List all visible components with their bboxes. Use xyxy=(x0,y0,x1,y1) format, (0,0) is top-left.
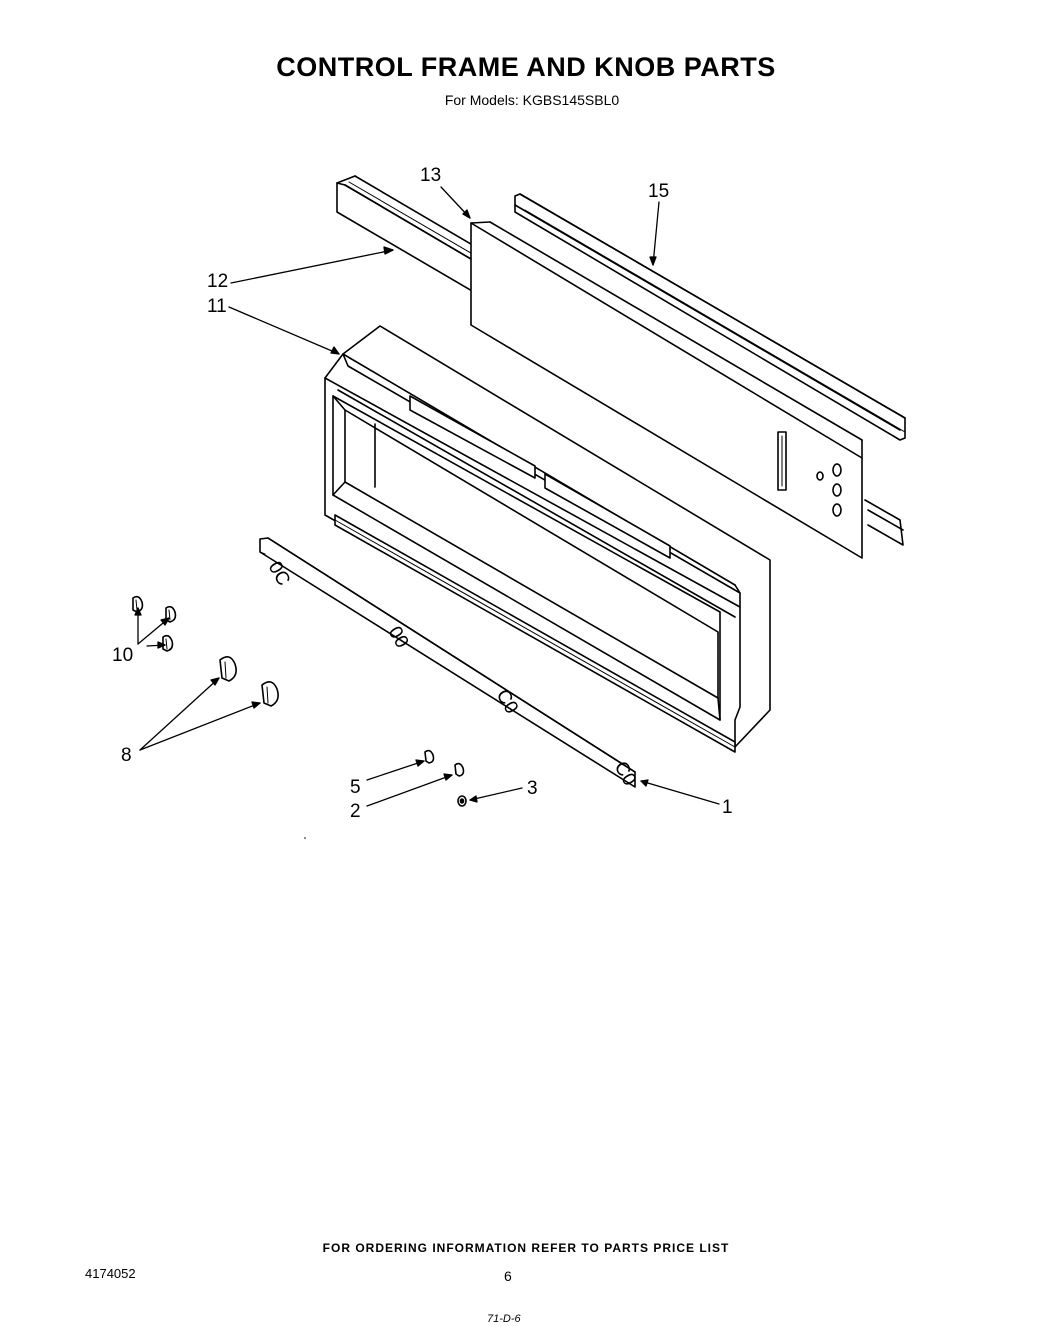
callout-15: 15 xyxy=(648,181,669,202)
callout-12: 12 xyxy=(207,271,228,292)
callout-13: 13 xyxy=(420,165,441,186)
callout-11: 11 xyxy=(207,296,227,317)
model-subtitle: For Models: KGBS145SBL0 xyxy=(444,92,620,108)
callout-2: 2 xyxy=(350,801,361,822)
page-number: 6 xyxy=(504,1268,512,1284)
handwritten-note: 71-D-6 xyxy=(487,1313,521,1325)
part-2-clip xyxy=(454,762,465,777)
stray-mark xyxy=(304,837,306,839)
knob-hole xyxy=(816,471,824,481)
part-13-control-panel xyxy=(470,221,863,559)
document-number: 4174052 xyxy=(85,1266,136,1281)
callout-1: 1 xyxy=(722,797,733,818)
leader-lines xyxy=(134,186,720,807)
callout-3: 3 xyxy=(527,778,538,799)
part-3-nut xyxy=(457,795,467,807)
knob-hole xyxy=(832,463,842,477)
part-5-clip xyxy=(424,749,435,764)
part-11-control-frame xyxy=(324,325,771,753)
callout-5: 5 xyxy=(350,777,361,798)
knob-hole xyxy=(832,483,842,497)
knob-hole xyxy=(832,503,842,517)
callout-10: 10 xyxy=(112,645,133,666)
callout-8: 8 xyxy=(121,745,132,766)
page-title: CONTROL FRAME AND KNOB PARTS xyxy=(276,52,776,82)
part-15-rail xyxy=(514,193,906,546)
part-8-large-knobs xyxy=(219,656,279,707)
ordering-note: FOR ORDERING INFORMATION REFER TO PARTS … xyxy=(322,1241,730,1255)
